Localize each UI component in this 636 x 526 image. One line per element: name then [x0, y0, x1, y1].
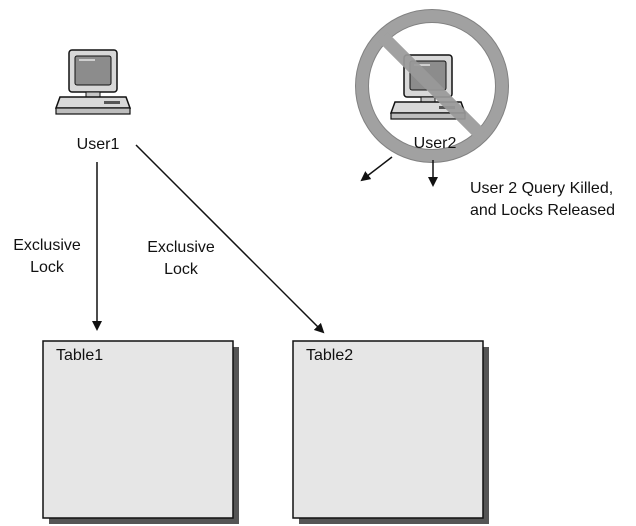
- user1-label: User1: [76, 136, 120, 153]
- lock1-line1: Exclusive: [13, 237, 81, 254]
- lock1-line2: Lock: [30, 259, 64, 276]
- lock2-label: Exclusive Lock: [134, 237, 228, 281]
- prohibited-icon: [355, 9, 509, 163]
- table2-label: Table2: [306, 347, 354, 364]
- user2-label: User2: [413, 135, 457, 152]
- kill-note: User 2 Query Killed, and Locks Released: [470, 178, 615, 222]
- table2-box: [292, 340, 489, 524]
- computer-icon-user1: [54, 49, 132, 115]
- kill-note-line2: and Locks Released: [470, 202, 615, 219]
- table1-box: [42, 340, 239, 524]
- lock2-line1: Exclusive: [147, 239, 215, 256]
- table1-label: Table1: [56, 347, 104, 364]
- kill-note-line1: User 2 Query Killed,: [470, 180, 614, 197]
- lock1-label: Exclusive Lock: [0, 235, 94, 279]
- lock2-line2: Lock: [164, 261, 198, 278]
- arrow-user2-released-left: [360, 156, 393, 182]
- arrow-user1-to-table2: [135, 144, 325, 334]
